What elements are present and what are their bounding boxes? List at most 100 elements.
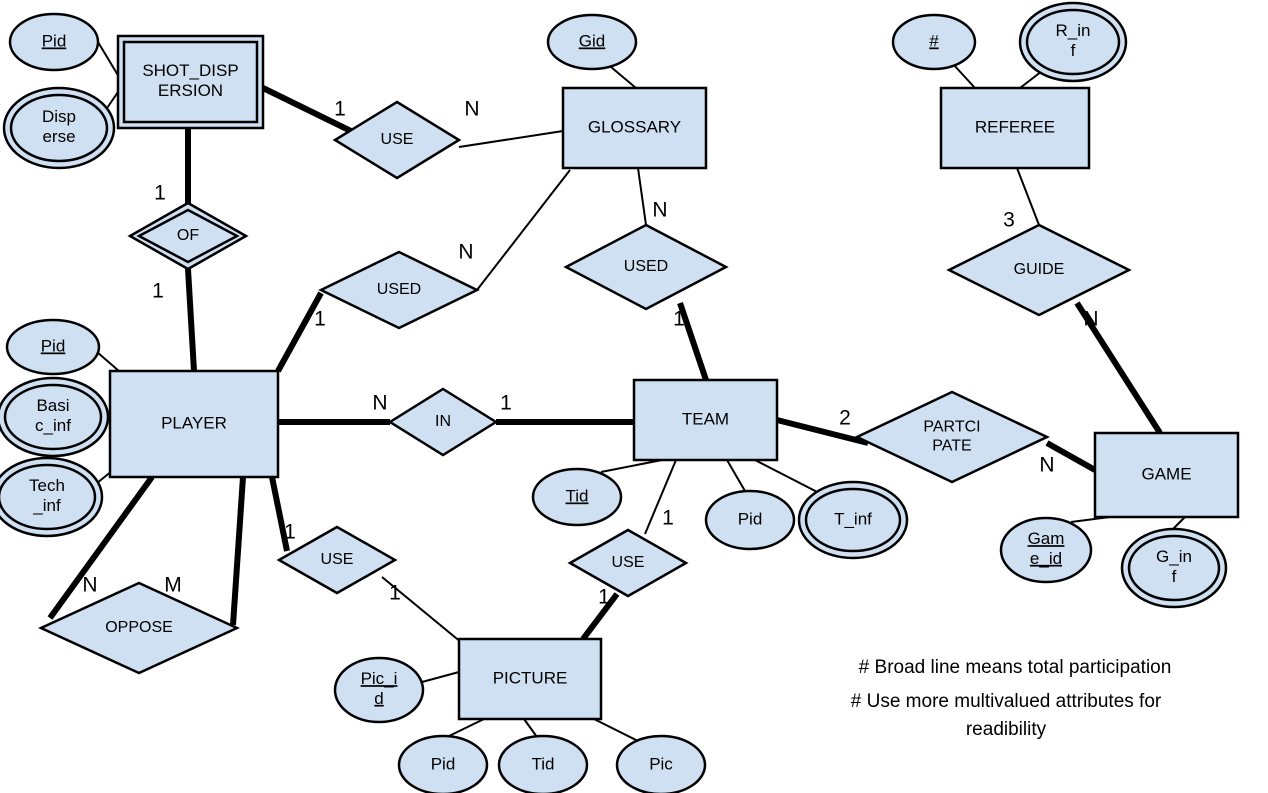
cardinality-card_usepl_player: 1 bbox=[284, 521, 296, 544]
edge-used2-team bbox=[677, 302, 709, 381]
relationship-label-of: OF bbox=[177, 227, 199, 244]
edge-guide-game bbox=[1074, 301, 1163, 435]
identifying-relationship-inner-border bbox=[136, 208, 240, 264]
entity-label-picture: PICTURE bbox=[493, 668, 568, 687]
entity-label-glossary: GLOSSARY bbox=[588, 117, 681, 136]
note-total-participation: # Broad line means total participation bbox=[859, 657, 1172, 678]
cardinality-card_in_player: N bbox=[372, 392, 387, 415]
edge-useT-picture bbox=[580, 592, 620, 641]
relationship-label-in: IN bbox=[435, 413, 451, 430]
relationship-label-oppose: OPPOSE bbox=[105, 619, 173, 636]
attribute-label-pl_pid: Pid bbox=[41, 336, 66, 355]
edge-glossary-used2 bbox=[637, 167, 647, 226]
attribute-pc_tid[interactable]: Tid bbox=[497, 734, 589, 793]
attribute-rf_hash[interactable]: # bbox=[891, 13, 977, 71]
entity-referee[interactable]: REFEREE bbox=[939, 86, 1091, 170]
cardinality-card_use_glossary: N bbox=[464, 98, 479, 121]
entity-label-game: GAME bbox=[1141, 464, 1191, 483]
relationship-label-used_team: USED bbox=[624, 258, 668, 275]
relationship-label-use_team_pic: USE bbox=[612, 554, 645, 571]
edge-player-oppose-m bbox=[230, 476, 246, 626]
edge-player-useP bbox=[269, 476, 290, 552]
attribute-tm_pid[interactable]: Pid bbox=[704, 489, 796, 551]
note-multivalued-line1: # Use more multivalued attributes for bbox=[851, 691, 1162, 712]
cardinality-card_guide_bottom: N bbox=[1083, 308, 1098, 331]
attribute-sd_pid[interactable]: Pid bbox=[8, 12, 100, 72]
cardinality-card_guide_top: 3 bbox=[1003, 209, 1015, 232]
attribute-pl_tech[interactable]: Tech_inf bbox=[0, 456, 104, 538]
cardinality-card_in_team: 1 bbox=[500, 392, 512, 415]
notes-layer: # Broad line means total participation # … bbox=[851, 657, 1172, 740]
cardinality-card_used_player: 1 bbox=[314, 308, 326, 331]
edge-pcpid-picture bbox=[446, 718, 485, 738]
entity-game[interactable]: GAME bbox=[1093, 431, 1240, 519]
edge-use-glossary bbox=[458, 130, 564, 148]
attribute-label-rf_hash: # bbox=[929, 31, 939, 50]
attribute-label-pl_tech: Tech_inf bbox=[29, 477, 65, 516]
attribute-gl_gid[interactable]: Gid bbox=[546, 13, 638, 71]
entity-team[interactable]: TEAM bbox=[632, 378, 779, 462]
entity-player[interactable]: PLAYER bbox=[108, 369, 280, 479]
edge-pcpic-picture bbox=[593, 718, 641, 743]
attribute-label-pc_pid: Pid bbox=[431, 754, 456, 773]
relationship-of[interactable]: OF bbox=[127, 201, 249, 271]
relationship-used_team[interactable]: USED bbox=[563, 223, 729, 311]
attribute-tm_tid[interactable]: Tid bbox=[531, 467, 623, 527]
relationship-use_team_pic[interactable]: USE bbox=[567, 528, 689, 598]
cardinality-card_used2_top: N bbox=[652, 199, 667, 222]
attribute-pc_pic[interactable]: Pic bbox=[615, 734, 707, 793]
edge-player-oppose-n bbox=[47, 475, 155, 620]
edge-tmtinf-team bbox=[754, 459, 828, 498]
edge-useP-picture bbox=[381, 576, 463, 644]
attribute-pc_pid[interactable]: Pid bbox=[397, 734, 489, 793]
cardinality-card_use_sd: 1 bbox=[334, 98, 346, 121]
entity-label-referee: REFEREE bbox=[975, 117, 1055, 136]
edge-team-useT bbox=[644, 459, 677, 535]
cardinality-card_oppose_m: M bbox=[164, 574, 182, 597]
edge-tmpid-team bbox=[726, 459, 746, 492]
attribute-pl_pid[interactable]: Pid bbox=[5, 318, 101, 376]
edge-used-glossary bbox=[476, 169, 571, 291]
entity-label-player: PLAYER bbox=[161, 413, 227, 432]
cardinality-card_part_game: N bbox=[1039, 454, 1054, 477]
relationship-used_player[interactable]: USED bbox=[318, 250, 480, 330]
attribute-tm_tinf[interactable]: T_inf bbox=[797, 480, 909, 560]
relationship-label-use_player_pic: USE bbox=[321, 551, 354, 568]
relationship-guide[interactable]: GUIDE bbox=[946, 223, 1132, 317]
relationship-oppose[interactable]: OPPOSE bbox=[38, 581, 240, 675]
relationship-use_sd_glossary[interactable]: USE bbox=[332, 100, 462, 180]
entity-glossary[interactable]: GLOSSARY bbox=[561, 86, 708, 170]
cardinality-card_part_team: 2 bbox=[839, 407, 851, 430]
weak-entity-inner-border bbox=[122, 40, 259, 124]
cardinality-card_used_glossary: N bbox=[458, 241, 473, 264]
attribute-label-gl_gid: Gid bbox=[579, 31, 605, 50]
attribute-label-sd_pid: Pid bbox=[42, 31, 67, 50]
note-multivalued-line2: readibility bbox=[966, 719, 1047, 740]
attribute-label-tm_tid: Tid bbox=[566, 486, 589, 505]
edge-part-game bbox=[1045, 440, 1097, 473]
relationship-label-used_player: USED bbox=[377, 281, 421, 298]
cardinality-card_of_bottom: 1 bbox=[152, 280, 164, 303]
relationship-in[interactable]: IN bbox=[387, 387, 499, 457]
cardinality-card_usetm_team: 1 bbox=[662, 507, 674, 530]
entity-picture[interactable]: PICTURE bbox=[457, 637, 603, 721]
relationship-use_player_pic[interactable]: USE bbox=[276, 525, 398, 595]
